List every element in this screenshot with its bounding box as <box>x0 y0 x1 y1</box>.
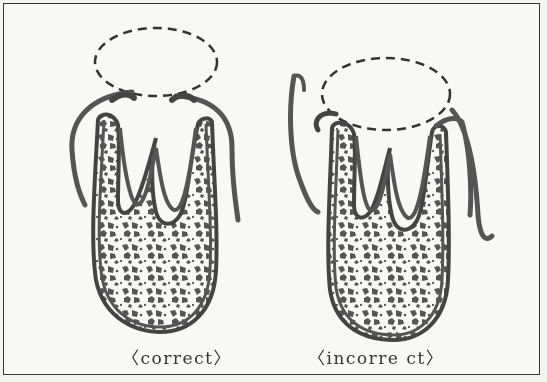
incorrect-diagram <box>291 58 492 340</box>
crown-outline <box>95 28 217 96</box>
attachment-right <box>172 96 194 101</box>
crown-outline <box>322 58 450 130</box>
caption-incorrect: 〈incorre ct〉 <box>308 344 444 369</box>
root-septum <box>356 136 430 218</box>
alveolar-bone <box>93 115 216 332</box>
root-septum <box>120 128 196 210</box>
correct-diagram <box>72 28 238 332</box>
caption-correct: 〈correct〉 <box>122 344 232 369</box>
attachment-left <box>112 95 134 101</box>
gingiva-left <box>291 76 318 212</box>
